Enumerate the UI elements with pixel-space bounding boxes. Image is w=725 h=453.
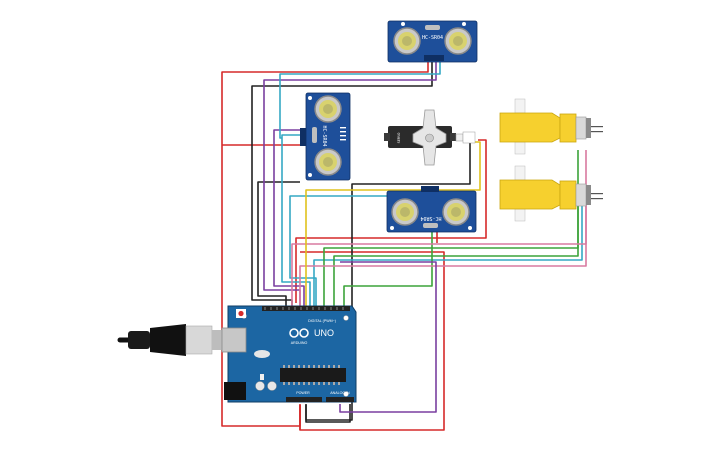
wire-yellow-servo bbox=[305, 141, 481, 306]
wire-bottom-black bbox=[305, 404, 351, 423]
ultrasonic-sensor-mid[interactable]: HC-SR04 bbox=[300, 92, 351, 181]
atmega-chip bbox=[280, 368, 346, 382]
analog-label: ANALOG IN bbox=[330, 391, 350, 395]
wire-cyan-top bbox=[279, 60, 441, 139]
wire-purple-mid bbox=[273, 129, 305, 306]
wire-cyan-motor bbox=[313, 198, 583, 306]
wire-green-motor-b bbox=[333, 198, 579, 306]
digital-pwm-label: DIGITAL (PWM~) bbox=[308, 319, 336, 323]
power-jack bbox=[224, 382, 246, 400]
usb-port bbox=[221, 327, 247, 353]
wire-pink-motor-b bbox=[299, 198, 587, 306]
wire-bottom-purple bbox=[339, 261, 437, 413]
wire-cyan-mid bbox=[281, 134, 311, 306]
power-header[interactable] bbox=[286, 397, 322, 402]
sensor-label-mid: HC-SR04 bbox=[321, 125, 327, 146]
board-model-label: UNO bbox=[314, 328, 334, 338]
wire-red-right-servo bbox=[295, 139, 487, 303]
wire-black-mid bbox=[257, 181, 300, 306]
power-label: POWER bbox=[296, 391, 310, 395]
ultrasonic-sensor-bottom[interactable]: HC-SR04 bbox=[386, 186, 477, 233]
analog-header[interactable] bbox=[326, 397, 354, 402]
usb-cable bbox=[117, 324, 226, 356]
sensor-label-top: HC-SR04 bbox=[422, 35, 443, 41]
arduino-logo-icon bbox=[289, 328, 309, 338]
servo-label: SERVO bbox=[397, 133, 401, 144]
dc-motor-top[interactable] bbox=[499, 98, 603, 155]
wires bbox=[221, 60, 587, 431]
ultrasonic-sensor-top[interactable]: HC-SR04 bbox=[387, 20, 478, 63]
wire-green-sensor3 bbox=[343, 187, 433, 306]
servo-motor[interactable]: SERVO bbox=[384, 109, 476, 166]
dc-motor-bottom[interactable] bbox=[499, 165, 603, 222]
sensor-label-bottom: HC-SR04 bbox=[420, 215, 441, 221]
arduino-uno-board[interactable]: DIGITAL (PWM~) UNO ARDUINO POWER ANA bbox=[221, 305, 357, 403]
board-brand-label: ARDUINO bbox=[291, 341, 308, 345]
